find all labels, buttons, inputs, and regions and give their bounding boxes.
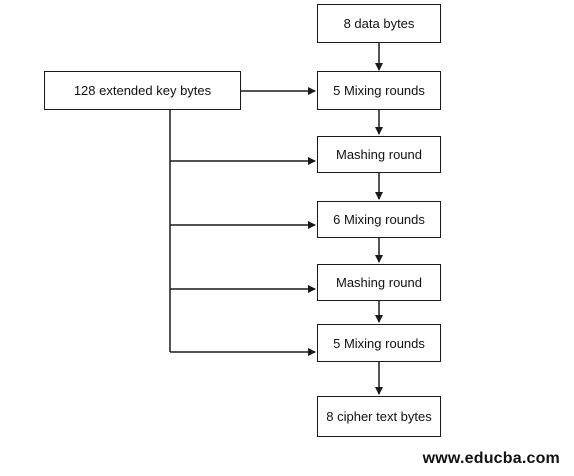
mixing-rounds-box-2: 6 Mixing rounds	[317, 201, 441, 238]
watermark-text: www.educba.com	[422, 450, 560, 467]
mixing-rounds-box-3: 5 Mixing rounds	[317, 324, 441, 362]
mashing-round-box-2: Mashing round	[317, 264, 441, 301]
cipher-text-bytes-box: 8 cipher text bytes	[317, 396, 441, 437]
data-bytes-box: 8 data bytes	[317, 4, 441, 43]
mashing-round-box-1: Mashing round	[317, 136, 441, 173]
extended-key-bytes-box: 128 extended key bytes	[44, 71, 241, 110]
mixing-rounds-box-1: 5 Mixing rounds	[317, 71, 441, 110]
